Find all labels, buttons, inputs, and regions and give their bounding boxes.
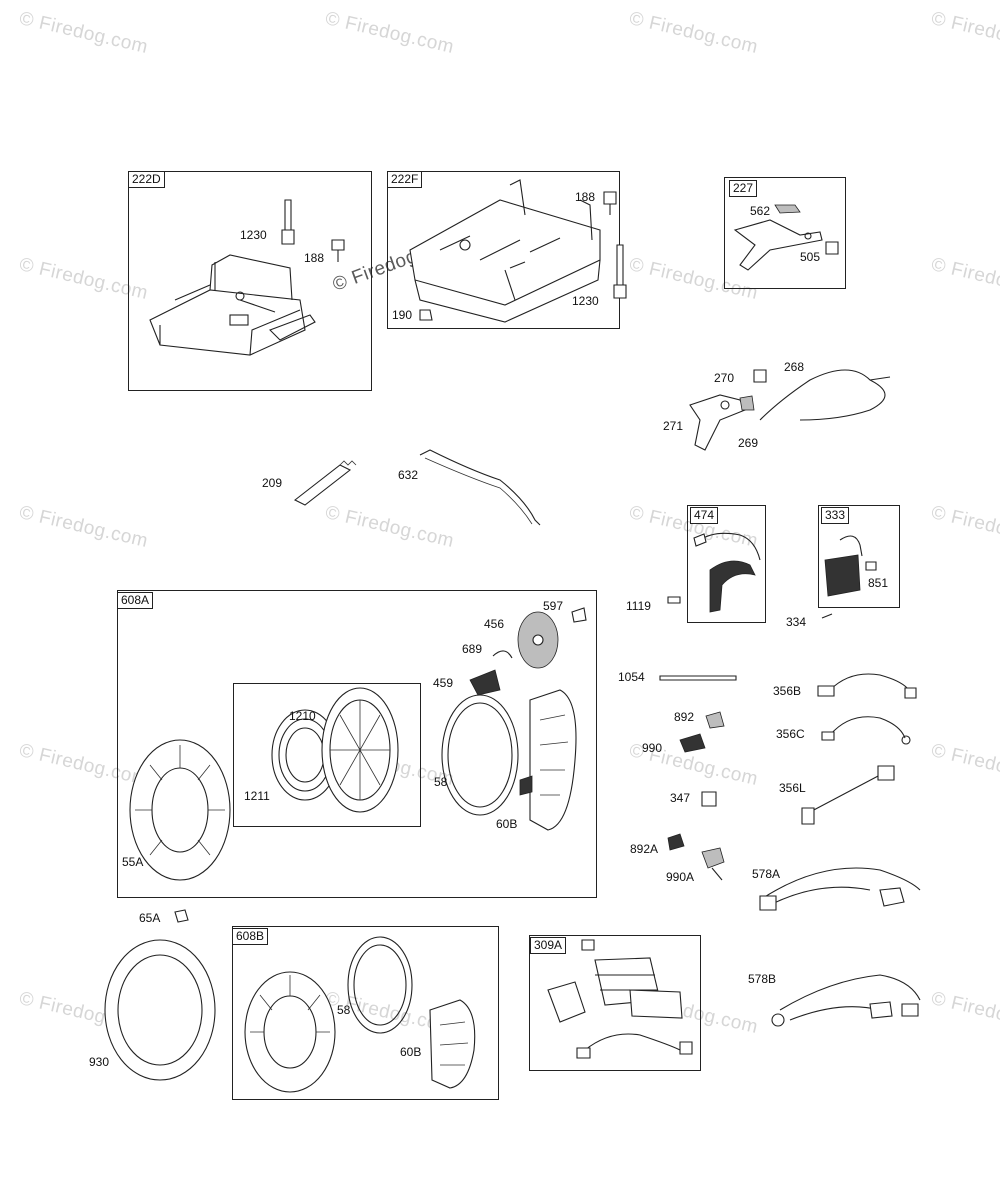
spring-209 xyxy=(293,460,357,506)
group-box-608a xyxy=(117,590,597,898)
part-label-1211: 1211 xyxy=(244,789,270,803)
throttle-bracket-271 xyxy=(689,369,891,451)
clip-689 xyxy=(492,650,513,659)
nut-190 xyxy=(419,309,433,321)
part-label-1054: 1054 xyxy=(618,670,645,684)
group-box-309a xyxy=(529,935,701,1071)
group-tag-608b: 608B xyxy=(232,928,269,945)
part-label-892: 892 xyxy=(674,710,695,724)
harness-578b xyxy=(771,974,921,1027)
bracket-227 xyxy=(733,204,839,271)
group-box-608b xyxy=(232,926,499,1100)
starter-housing-608b xyxy=(244,971,336,1093)
base-plate-222d xyxy=(149,254,316,356)
part-label-459: 459 xyxy=(433,676,454,690)
part-label-892a: 892A xyxy=(630,842,659,856)
tie-1054 xyxy=(659,675,737,681)
bolt-1230 xyxy=(281,199,295,245)
shroud-930 xyxy=(104,939,216,1081)
bolt-1230-222f xyxy=(613,244,627,299)
part-label-209: 209 xyxy=(262,476,283,490)
base-plate-222f xyxy=(409,179,601,323)
part-label-271: 271 xyxy=(663,419,684,433)
rope-58-608b xyxy=(347,936,413,1034)
dog-459 xyxy=(469,669,501,696)
rope-58 xyxy=(441,694,519,816)
part-label-55a: 55A xyxy=(122,855,144,869)
group-tag-222f: 222F xyxy=(387,171,423,188)
group-box-227 xyxy=(724,177,846,289)
part-label-990a: 990A xyxy=(666,870,695,884)
bolt-188-top xyxy=(603,191,617,215)
harness-578a xyxy=(759,867,921,911)
switch-892 xyxy=(679,711,725,807)
alternator-309a xyxy=(547,939,693,1059)
part-label-58: 58 xyxy=(337,1003,351,1017)
group-box-474 xyxy=(687,505,766,623)
part-label-190: 190 xyxy=(392,308,413,322)
key-990a xyxy=(667,833,725,881)
starter-housing-55a xyxy=(129,739,231,881)
part-label-269: 269 xyxy=(738,436,759,450)
part-label-851: 851 xyxy=(868,576,889,590)
group-tag-333: 333 xyxy=(821,507,850,524)
part-label-597: 597 xyxy=(543,599,564,613)
part-label-188: 188 xyxy=(304,251,325,265)
part-label-1230: 1230 xyxy=(240,228,267,242)
part-label-58: 58 xyxy=(434,775,448,789)
part-label-562: 562 xyxy=(750,204,771,218)
harness-356l xyxy=(801,765,895,825)
group-tag-222d: 222D xyxy=(128,171,165,188)
part-label-356l: 356L xyxy=(779,781,806,795)
handle-60b-608b xyxy=(429,999,476,1089)
group-box-333 xyxy=(818,505,900,608)
part-label-456: 456 xyxy=(484,617,505,631)
part-label-1210: 1210 xyxy=(289,709,316,723)
part-label-334: 334 xyxy=(786,615,807,629)
part-label-505: 505 xyxy=(800,250,821,264)
part-label-578a: 578A xyxy=(752,867,781,881)
screw-597 xyxy=(571,607,587,623)
part-label-268: 268 xyxy=(784,360,805,374)
sub-group-box xyxy=(233,683,421,827)
part-label-356b: 356B xyxy=(773,684,802,698)
part-label-632: 632 xyxy=(398,468,419,482)
part-label-65a: 65A xyxy=(139,911,161,925)
part-label-689: 689 xyxy=(462,642,483,656)
part-label-1119: 1119 xyxy=(626,599,651,613)
harness-474 xyxy=(667,532,761,613)
group-tag-474: 474 xyxy=(690,507,719,524)
part-label-270: 270 xyxy=(714,371,735,385)
part-label-990: 990 xyxy=(642,741,663,755)
part-label-1230: 1230 xyxy=(572,294,599,308)
part-label-356c: 356C xyxy=(776,727,805,741)
pulley-1210 xyxy=(321,687,399,813)
screw-65a xyxy=(174,909,189,923)
group-tag-608a: 608A xyxy=(117,592,154,609)
part-label-60b: 60B xyxy=(496,817,518,831)
group-tag-227: 227 xyxy=(729,180,758,197)
part-label-930: 930 xyxy=(89,1055,110,1069)
wire-632 xyxy=(419,449,541,526)
handle-60b xyxy=(519,689,577,831)
bolt-188 xyxy=(331,239,345,262)
part-label-188: 188 xyxy=(575,190,596,204)
cam-456 xyxy=(517,611,559,669)
group-tag-309a: 309A xyxy=(530,937,567,954)
group-box-222d xyxy=(128,171,372,391)
part-label-347: 347 xyxy=(670,791,691,805)
harness-356c xyxy=(821,716,911,745)
switch-333 xyxy=(821,535,877,619)
part-label-578b: 578B xyxy=(748,972,777,986)
harness-356b xyxy=(817,673,917,699)
part-label-60b: 60B xyxy=(400,1045,422,1059)
